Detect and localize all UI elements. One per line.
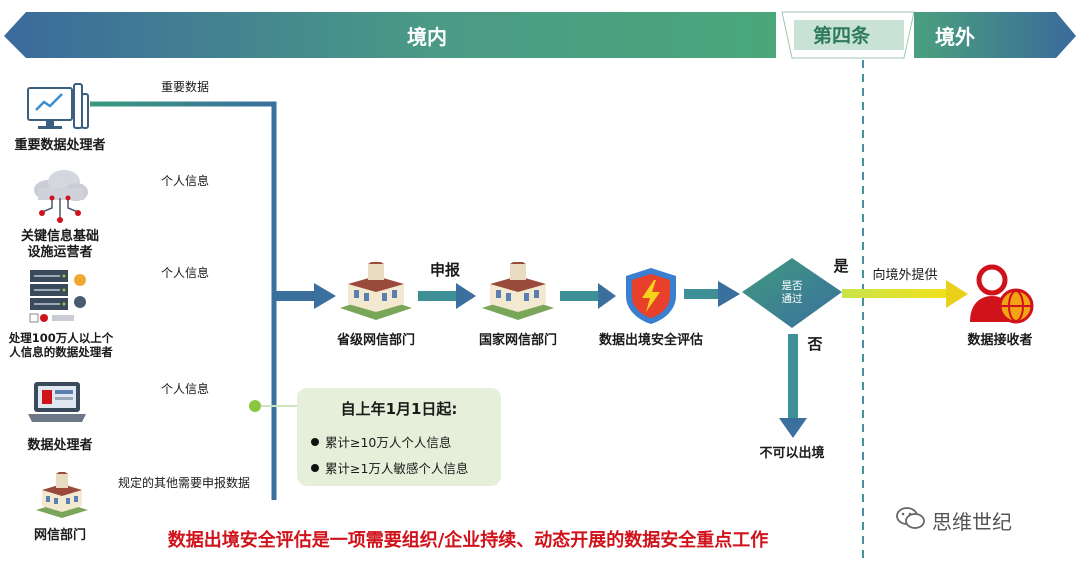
assessment-label: 数据出境安全评估 <box>598 333 703 348</box>
flow-label-important-data: 重要数据 <box>160 80 209 94</box>
domestic-label: 境内 <box>407 25 447 49</box>
server-rack-icon <box>29 270 86 323</box>
overseas-label: 境外 <box>935 25 975 49</box>
flow-label-personal-info-3: 个人信息 <box>160 382 209 396</box>
bullet-dot-icon <box>311 464 319 472</box>
source-label-important-data-handler: 重要数据处理者 <box>14 138 106 153</box>
provide-abroad-label: 向境外提供 <box>872 268 938 283</box>
flow-label-personal-info-1: 个人信息 <box>160 174 209 188</box>
overseas-banner <box>914 12 1076 58</box>
article-label: 第四条 <box>813 25 871 47</box>
domestic-banner <box>4 12 776 58</box>
yes-label: 是 <box>833 257 849 275</box>
flow-label-other-data: 规定的其他需要申报数据 <box>117 476 250 490</box>
decision-diamond <box>742 258 842 328</box>
not-allowed-label: 不可以出境 <box>759 446 825 461</box>
government-building-icon <box>36 472 88 518</box>
provincial-building-icon <box>340 262 412 320</box>
callout-item: 累计≥1万人敏感个人信息 <box>311 458 468 477</box>
national-cac-label: 国家网信部门 <box>478 333 557 348</box>
receiver-person-globe-icon <box>970 264 1034 324</box>
wechat-icon <box>896 507 925 529</box>
source-label-cac-dept: 网信部门 <box>33 528 86 543</box>
callout-title: 自上年1月1日起: <box>340 400 458 418</box>
report-label: 申报 <box>429 261 460 279</box>
footer-note: 数据出境安全评估是一项需要组织/企业持续、动态开展的数据安全重点工作 <box>167 530 769 551</box>
watermark-text: 思维世纪 <box>932 510 1012 534</box>
source-label-cii-operator-line2: 设施运营者 <box>27 245 93 260</box>
source-label-data-handler: 数据处理者 <box>27 438 93 453</box>
callout-connector-dot <box>249 400 261 412</box>
flow-arrows <box>276 280 968 438</box>
callout-item: 累计≥10万人个人信息 <box>311 432 451 451</box>
no-label: 否 <box>807 335 823 353</box>
monitor-chart-icon <box>27 83 89 129</box>
national-building-icon <box>482 262 554 320</box>
decision-text-line1: 是否 <box>781 280 803 292</box>
source-label-million-handler-line2: 人信息的数据处理者 <box>9 345 113 359</box>
source-label-million-handler-line1: 处理100万人以上个 <box>8 331 114 345</box>
security-shield-icon <box>626 268 676 324</box>
receiver-label: 数据接收者 <box>967 333 1033 348</box>
source-label-cii-operator-line1: 关键信息基础 <box>20 229 99 244</box>
provincial-cac-label: 省级网信部门 <box>336 333 415 348</box>
cloud-network-icon <box>34 170 88 223</box>
laptop-icon <box>28 382 86 422</box>
decision-text-line2: 通过 <box>781 293 803 305</box>
flow-label-personal-info-2: 个人信息 <box>160 266 209 280</box>
bullet-dot-icon <box>311 438 319 446</box>
threshold-callout: 自上年1月1日起: 累计≥10万人个人信息 累计≥1万人敏感个人信息 <box>297 388 501 486</box>
